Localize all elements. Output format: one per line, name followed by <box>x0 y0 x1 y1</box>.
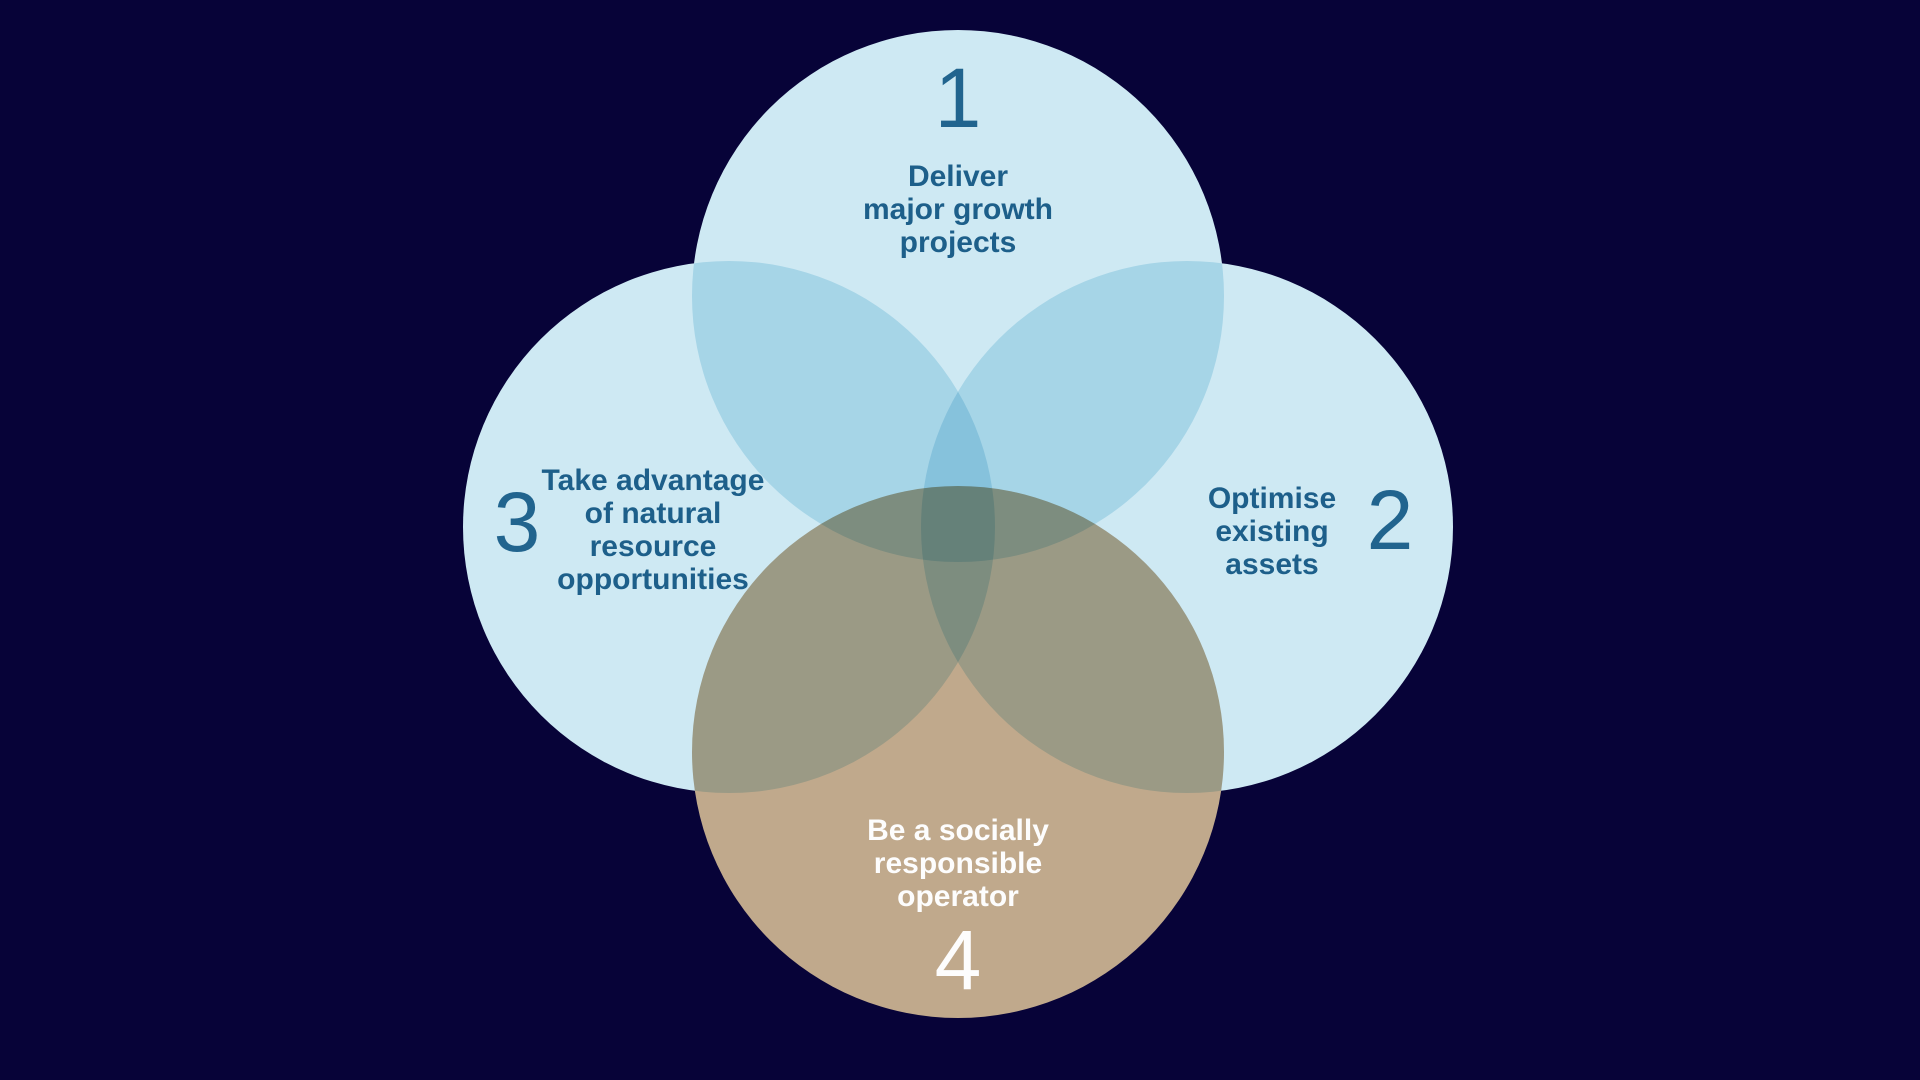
label-line: major growth <box>862 193 1054 226</box>
label-line: operator <box>897 880 1019 913</box>
label-line: Deliver <box>907 160 1009 193</box>
circle-4-number: 4 <box>934 913 982 1007</box>
label-line: Take advantage <box>541 464 765 497</box>
circle-2-number: 2 <box>1366 473 1414 567</box>
label-line: Be a socially <box>867 814 1049 847</box>
circle-3-number: 3 <box>493 475 541 569</box>
label-line: assets <box>1225 548 1319 581</box>
circle-2-label: Optimise existing assets <box>1208 482 1336 581</box>
label-line: existing <box>1215 515 1329 548</box>
circle-4-socially-responsible-operator <box>692 486 1224 1018</box>
label-line: projects <box>899 226 1017 259</box>
circle-4-label: Be a socially responsible operator <box>867 814 1049 913</box>
circle-1-number: 1 <box>934 51 982 145</box>
label-line: responsible <box>873 847 1043 880</box>
label-line: opportunities <box>557 563 749 596</box>
label-line: resource <box>589 530 717 563</box>
label-line: of natural <box>584 497 722 530</box>
label-line: Optimise <box>1207 482 1337 515</box>
circle-3-label: Take advantage of natural resource oppor… <box>542 464 765 596</box>
circle-1-label: Deliver major growth projects <box>863 160 1053 259</box>
